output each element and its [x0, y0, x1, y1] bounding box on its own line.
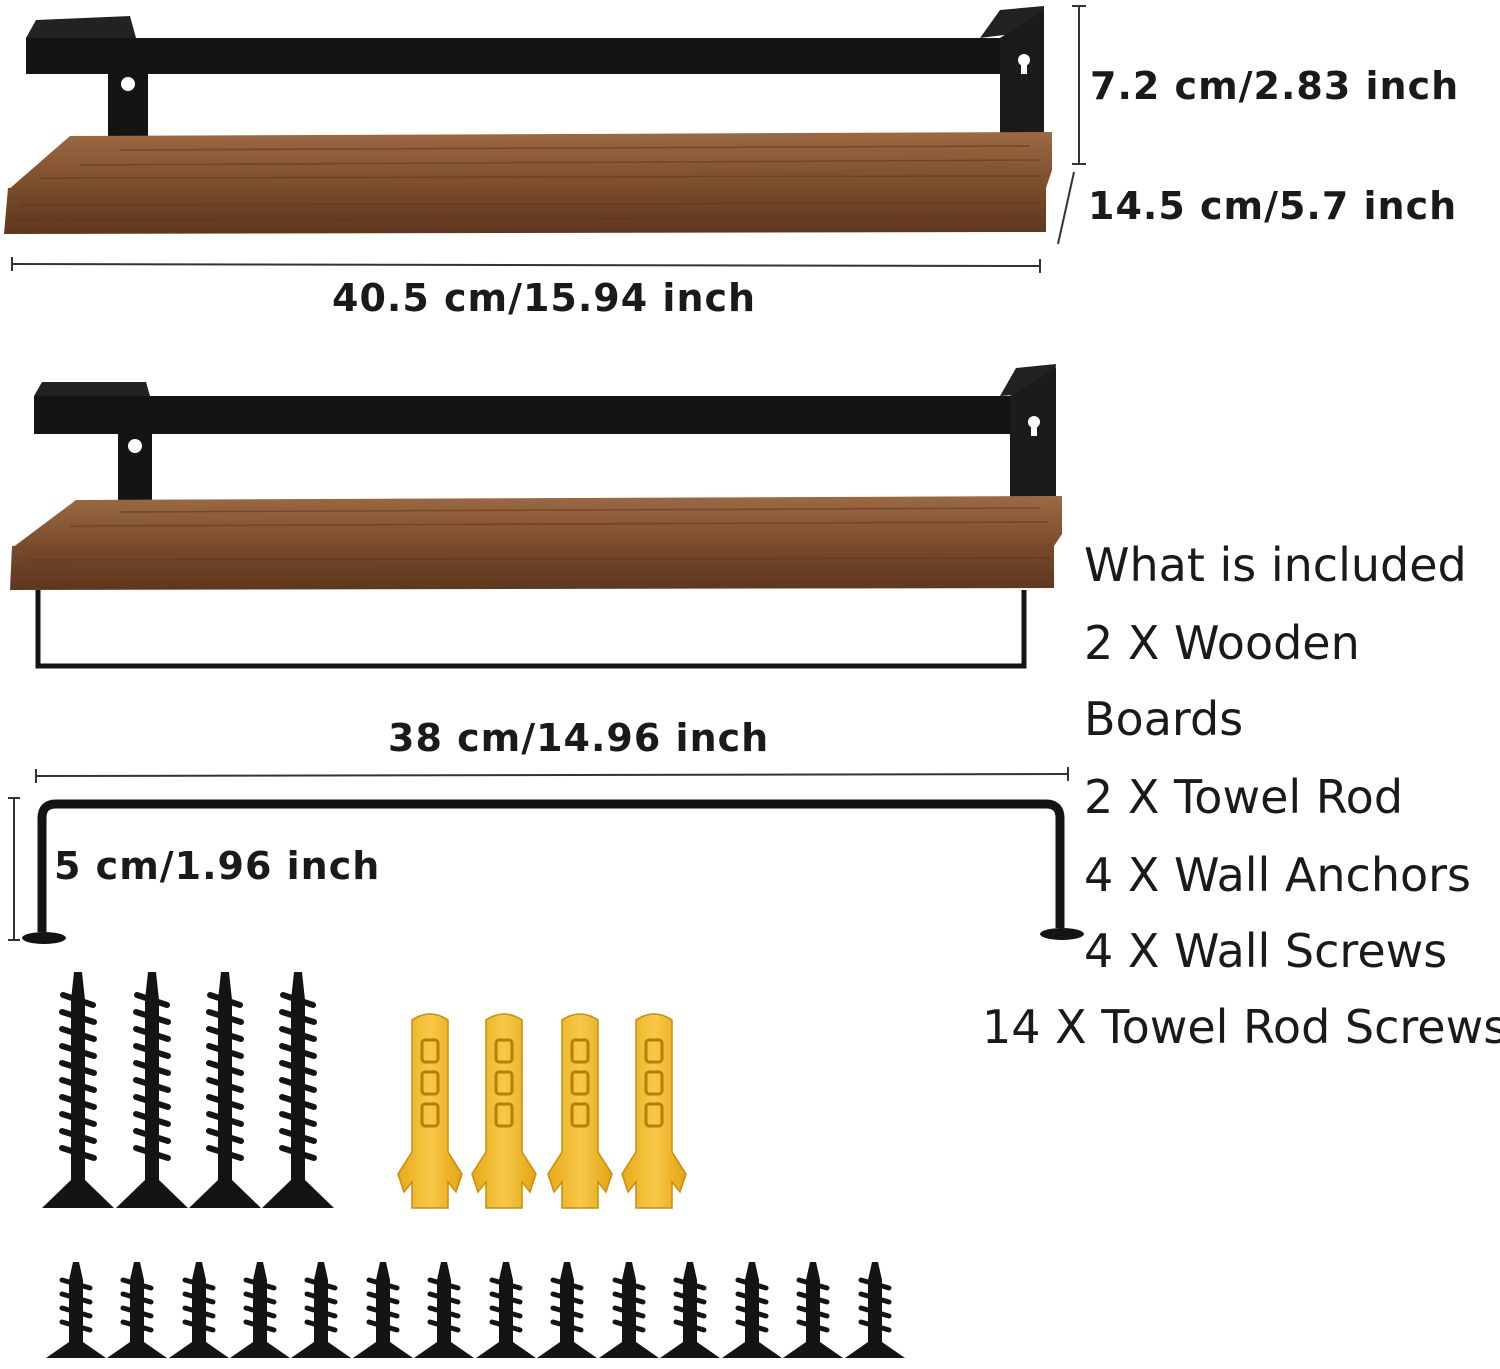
wall-screw [116, 972, 188, 1208]
rod-screw [722, 1262, 782, 1358]
included-item: 2 X Towel Rod [1084, 770, 1404, 824]
included-item: 14 X Towel Rod Screws [982, 1000, 1500, 1054]
wall-anchors [396, 1012, 688, 1210]
rod-screw [845, 1262, 905, 1358]
wall-anchor [546, 1012, 614, 1210]
included-item: 4 X Wall Anchors [1084, 848, 1472, 902]
rod-drop-label: 5 cm/1.96 inch [54, 844, 381, 888]
rod-screw [537, 1262, 597, 1358]
rod-screw [46, 1262, 106, 1358]
shelf-length-label: 40.5 cm/15.94 inch [332, 276, 757, 320]
rod-screw [660, 1262, 720, 1358]
wall-anchor [620, 1012, 688, 1210]
rod-screw [169, 1262, 229, 1358]
dimension-lines-shelf-1 [11, 5, 1086, 273]
dimension-lines-rod [8, 767, 1069, 941]
rod-screw [476, 1262, 536, 1358]
included-item: Boards [1084, 692, 1244, 746]
wall-screw [262, 972, 334, 1208]
rod-screw [414, 1262, 474, 1358]
included-heading: What is included [1084, 538, 1467, 592]
included-item: 4 X Wall Screws [1084, 924, 1448, 978]
rod-screw [107, 1262, 167, 1358]
rod-screw [291, 1262, 351, 1358]
height-label: 7.2 cm/2.83 inch [1090, 64, 1460, 108]
wall-anchor [470, 1012, 538, 1210]
included-item: 2 X Wooden [1084, 616, 1360, 670]
towel-rod [22, 799, 1084, 944]
shelf-2 [10, 364, 1062, 669]
rod-screw [353, 1262, 413, 1358]
depth-label: 14.5 cm/5.7 inch [1088, 184, 1458, 228]
wall-screw [189, 972, 261, 1208]
rod-screw [230, 1262, 290, 1358]
shelf-1 [4, 6, 1052, 234]
rod-screw [599, 1262, 659, 1358]
rod-screw [783, 1262, 843, 1358]
wall-anchor [396, 1012, 464, 1210]
rod-length-label: 38 cm/14.96 inch [388, 716, 770, 760]
wall-screws [42, 972, 334, 1208]
towel-rod-screws [46, 1262, 905, 1358]
wall-screw [42, 972, 114, 1208]
